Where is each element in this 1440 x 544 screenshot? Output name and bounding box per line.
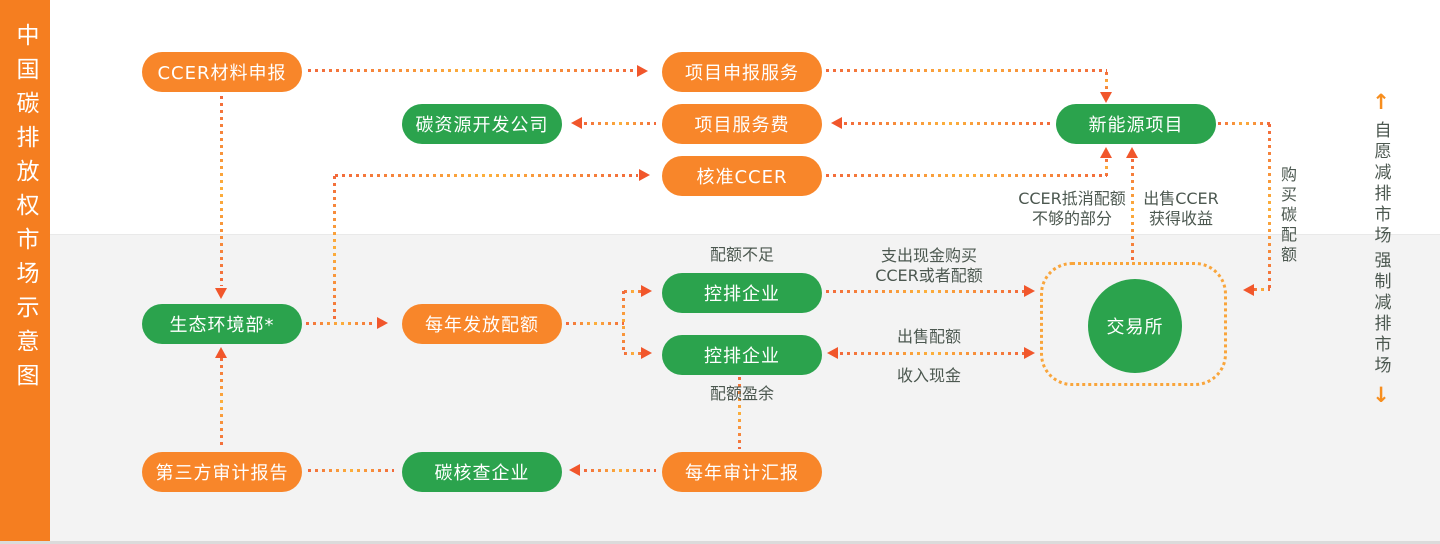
node-annual-audit: 每年审计汇报: [662, 452, 822, 492]
node-exchange: 交易所: [1088, 279, 1182, 373]
arrow-right-icon: [641, 285, 652, 297]
edge-moee-to-approved-ccer: [335, 174, 638, 177]
edge-ccer-material-to-project-declare: [308, 69, 638, 72]
edge-new-energy-to-exchange-h2: [1254, 288, 1270, 291]
marker-mandatory-market: 强制减排市场 ↓: [1368, 251, 1394, 408]
node-approved-ccer: 核准CCER: [662, 156, 822, 196]
edge-new-energy-to-exchange-h1: [1218, 122, 1270, 125]
node-carbon-verifier: 碳核查企业: [402, 452, 562, 492]
edge-moee-branch-up: [333, 176, 336, 323]
arrow-left-icon: [571, 117, 582, 129]
label-buy-quota: 购买碳配额: [1278, 166, 1297, 266]
node-project-fee: 项目服务费: [662, 104, 822, 144]
edge-controlled-surplus-to-exchange: [840, 352, 1024, 355]
arrow-right-icon: [1024, 347, 1035, 359]
edge-approved-ccer-to-new-energy-h: [826, 174, 1107, 177]
page-title: 中国碳排放权市场示意图: [12, 23, 38, 397]
edge-annual-quota-to-controlled-surplus: [624, 352, 642, 355]
node-new-energy: 新能源项目: [1056, 104, 1216, 144]
label-income-cash: 收入现金: [896, 366, 962, 385]
arrow-up-icon: [215, 347, 227, 358]
label-quota-short: 配额不足: [709, 245, 775, 264]
up-arrow-icon: ↑: [1372, 90, 1390, 114]
label-mandatory-market: 强制减排市场: [1370, 251, 1391, 377]
exchange-dashed-container: [1040, 262, 1227, 386]
edge-annual-audit-to-carbon-verifier: [584, 469, 656, 472]
arrow-left-icon: [831, 117, 842, 129]
arrow-left-icon: [569, 464, 580, 476]
label-ccer-offset: CCER抵消配额 不够的部分: [1018, 189, 1126, 229]
edge-project-fee-to-carbon-dev: [584, 122, 656, 125]
edge-exchange-to-new-energy: [1131, 159, 1134, 262]
edge-controlled-short-to-exchange: [826, 290, 1024, 293]
edge-new-energy-to-exchange-v: [1268, 124, 1271, 290]
node-moee: 生态环境部*: [142, 304, 302, 344]
edge-carbon-verifier-to-third-party: [308, 469, 394, 472]
edge-new-energy-to-project-fee: [844, 122, 1052, 125]
edge-project-declare-to-new-energy-v: [1105, 72, 1108, 92]
edge-controlled-surplus-to-annual-audit: [738, 377, 741, 449]
arrow-down-icon: [1100, 92, 1112, 103]
down-arrow-icon: ↓: [1372, 383, 1390, 407]
edge-project-declare-to-new-energy-h: [826, 69, 1107, 72]
marker-voluntary-market: ↑ 自愿减排市场: [1368, 90, 1394, 248]
arrow-right-icon: [637, 65, 648, 77]
edge-ccer-material-to-moee: [220, 96, 223, 286]
edge-third-party-to-moee: [220, 358, 223, 448]
label-sell-ccer: 出售CCER 获得收益: [1143, 189, 1219, 229]
arrow-right-icon: [641, 347, 652, 359]
label-voluntary-market: 自愿减排市场: [1370, 121, 1391, 247]
label-pay-cash-line2: CCER或者配额: [875, 266, 983, 285]
edge-moee-to-annual-quota: [306, 322, 376, 325]
label-sell-ccer-line1: 出售CCER: [1143, 189, 1219, 208]
label-pay-cash: 支出现金购买 CCER或者配额: [875, 246, 983, 286]
node-carbon-dev: 碳资源开发公司: [402, 104, 562, 144]
node-annual-quota: 每年发放配额: [402, 304, 562, 344]
label-quota-surplus: 配额盈余: [709, 384, 775, 403]
arrow-right-icon: [1024, 285, 1035, 297]
node-third-party-report: 第三方审计报告: [142, 452, 302, 492]
node-project-declare: 项目申报服务: [662, 52, 822, 92]
label-pay-cash-line1: 支出现金购买: [880, 246, 978, 265]
arrow-left-icon: [1243, 284, 1254, 296]
arrow-up-icon: [1126, 147, 1138, 158]
label-ccer-offset-line2: 不够的部分: [1031, 209, 1113, 228]
arrow-right-icon: [639, 169, 650, 181]
node-controlled-surplus: 控排企业: [662, 335, 822, 375]
arrow-left-icon: [827, 347, 838, 359]
edge-annual-quota-to-controlled-short: [624, 290, 642, 293]
node-controlled-short: 控排企业: [662, 273, 822, 313]
label-ccer-offset-line1: CCER抵消配额: [1018, 189, 1126, 208]
label-sell-quota: 出售配额: [896, 327, 962, 346]
edge-annual-quota-bracket-v: [622, 291, 625, 354]
edge-annual-quota-bracket-stem: [566, 322, 624, 325]
sidebar: 中国碳排放权市场示意图: [0, 0, 50, 541]
arrow-up-icon: [1100, 147, 1112, 158]
label-sell-ccer-line2: 获得收益: [1148, 209, 1214, 228]
node-ccer-material: CCER材料申报: [142, 52, 302, 92]
edge-approved-ccer-to-new-energy-v: [1105, 159, 1108, 176]
bottom-border: [0, 541, 1440, 544]
arrow-right-icon: [377, 317, 388, 329]
arrow-down-icon: [215, 288, 227, 299]
